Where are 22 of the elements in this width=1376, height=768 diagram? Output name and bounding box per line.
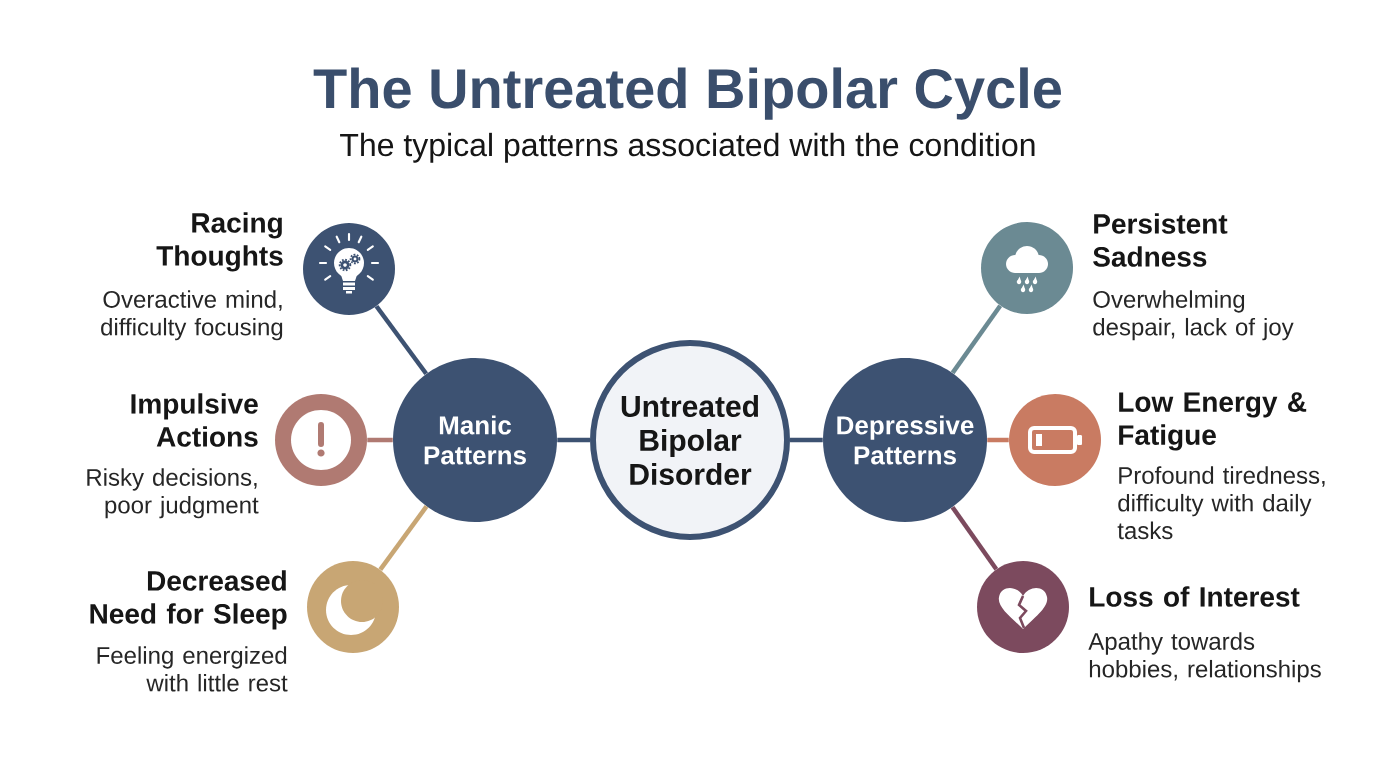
item-heading: Loss of Interest [1090,586,1300,607]
item-description: Overwhelming despair, lack of joy [1093,290,1294,341]
item-description: Feeling energized with little rest [97,646,288,692]
connector-line [790,437,823,443]
connector-line [557,437,590,443]
item-description: Apathy towards hobbies, relationships [1088,632,1321,683]
subtitle: The typical patterns associated with the condition [340,132,1035,163]
connector-line [374,304,429,376]
item-description: Risky decisions, poor judgment [87,468,259,519]
connector-line [987,437,1009,443]
connector-line [367,437,393,443]
connector-line [378,505,429,571]
connector-line [950,505,999,571]
item-heading: Persistent Sadness [1093,213,1228,267]
title: The Untreated Bipolar Cycle [313,67,1061,120]
item-description: Profound tiredness, difficulty with daily tasks [1117,466,1325,540]
item-heading: Low Energy & Fatigue [1119,392,1307,451]
item-heading: Impulsive Actions [131,393,258,447]
connector-line [950,304,1003,375]
item-description: Overactive mind, difficulty focusing [101,290,283,341]
item-heading: Decreased Need for Sleep [90,570,287,630]
item-heading: Racing Thoughts [156,212,283,272]
